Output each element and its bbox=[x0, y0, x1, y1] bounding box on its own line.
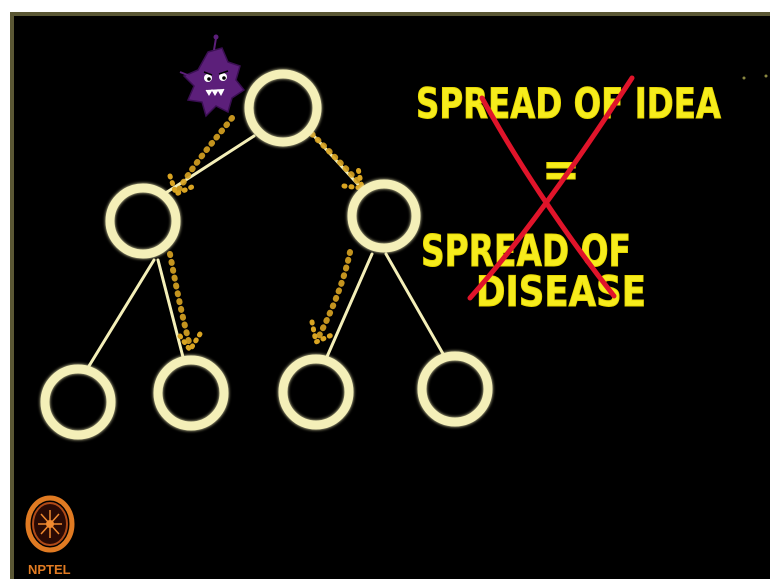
spread-arrow-right-down bbox=[318, 252, 350, 338]
node-leaf-1 bbox=[45, 369, 111, 435]
annotation-block: SPREAD OF IDEA = SPREAD OF DISEASE bbox=[416, 79, 721, 316]
virus-character-icon bbox=[180, 35, 244, 117]
tree-diagram: SPREAD OF IDEA = SPREAD OF DISEASE NPTEL bbox=[14, 16, 770, 579]
node-root bbox=[249, 74, 317, 142]
annotation-line-1: SPREAD OF IDEA bbox=[416, 79, 721, 128]
annotation-equals: = bbox=[542, 142, 580, 198]
spread-arrow-left-down bbox=[170, 254, 190, 346]
edge-left-leaf1 bbox=[89, 260, 154, 366]
node-leaf-4 bbox=[422, 356, 488, 422]
node-leaf-3 bbox=[283, 359, 349, 425]
node-left bbox=[110, 188, 176, 254]
spread-arrowheads bbox=[170, 168, 362, 350]
spread-arrows bbox=[170, 118, 360, 346]
nptel-logo-text: NPTEL bbox=[28, 562, 71, 577]
slide-canvas: SPREAD OF IDEA = SPREAD OF DISEASE NPTEL bbox=[10, 12, 770, 579]
spread-arrow-root-right bbox=[312, 134, 360, 184]
node-leaf-2 bbox=[158, 360, 224, 426]
stray-dots bbox=[743, 75, 768, 80]
annotation-line-4: DISEASE bbox=[476, 267, 646, 316]
node-right bbox=[352, 184, 416, 248]
nptel-logo-icon bbox=[28, 498, 72, 550]
